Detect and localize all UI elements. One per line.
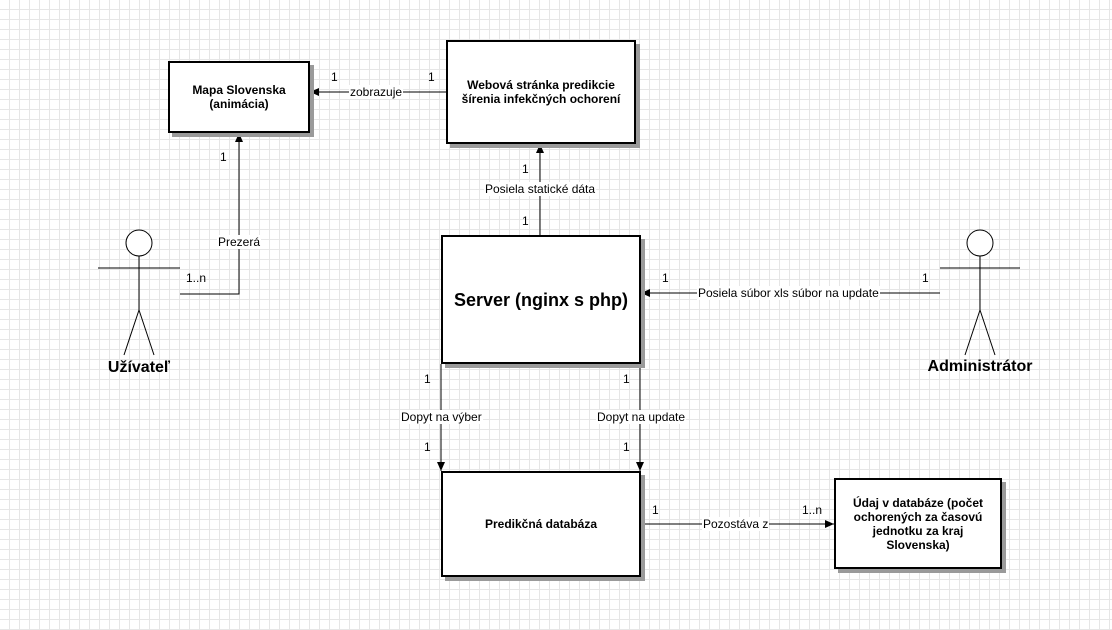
card-select-source: 1 (424, 372, 431, 386)
edge-label-prezera: Prezerá (217, 235, 262, 249)
edge-label-posiela-subor: Posiela súbor xls súbor na update (697, 286, 880, 300)
node-map-slovenska[interactable]: Mapa Slovenska (animácia) (168, 61, 310, 133)
card-user-map-target: 1 (220, 150, 227, 164)
card-server-web-target: 1 (522, 162, 529, 176)
card-admin-server-source: 1 (922, 271, 929, 285)
edge-label-dopyt-vyber: Dopyt na výber (400, 410, 483, 424)
card-db-data-target: 1..n (802, 503, 823, 517)
edge-label-zobrazuje: zobrazuje (349, 85, 404, 99)
actor-admin-figure[interactable] (940, 229, 1020, 356)
card-db-data-source: 1 (652, 503, 659, 517)
card-web-map-source: 1 (428, 70, 435, 84)
node-prediction-db[interactable]: Predikčná databáza (441, 471, 641, 577)
card-update-target: 1 (623, 440, 630, 454)
card-web-map-target: 1 (331, 70, 338, 84)
card-server-web-source: 1 (522, 214, 529, 228)
card-update-source: 1 (623, 372, 630, 386)
actor-admin-name: Administrátor (927, 358, 1033, 375)
edge-label-pozostava: Pozostáva z (702, 517, 770, 531)
node-map-label: Mapa Slovenska (animácia) (192, 83, 286, 111)
node-web-label: Webová stránka predikcie šírenia infekčn… (461, 78, 621, 106)
node-server-label: Server (nginx s php) (453, 289, 629, 310)
node-db-label: Predikčná databáza (484, 517, 598, 531)
node-data-label: Údaj v databáze (počet ochorených za čas… (852, 495, 984, 552)
edge-label-dopyt-update: Dopyt na update (596, 410, 687, 424)
node-web-page[interactable]: Webová stránka predikcie šírenia infekčn… (446, 40, 636, 144)
edge-user-to-map[interactable] (180, 133, 243, 295)
card-select-target: 1 (424, 440, 431, 454)
edge-label-posiela-staticke: Posiela statické dáta (484, 182, 597, 196)
node-db-record[interactable]: Údaj v databáze (počet ochorených za čas… (834, 478, 1002, 569)
card-admin-server-target: 1 (662, 271, 669, 285)
node-server[interactable]: Server (nginx s php) (441, 235, 641, 364)
card-user-map-source: 1..n (186, 271, 207, 285)
actor-user-name: Užívateľ (107, 359, 171, 376)
actor-user-figure[interactable] (98, 229, 180, 356)
